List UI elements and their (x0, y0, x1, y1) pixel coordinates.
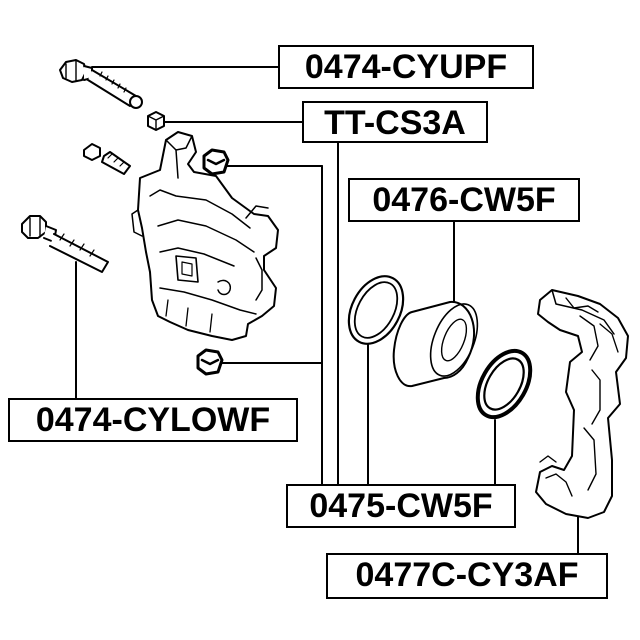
lower-boot-drawing (196, 348, 224, 376)
caliper-bracket-drawing (535, 289, 629, 519)
bolt-cover-drawing (147, 111, 165, 131)
piston-seal-drawing (347, 275, 405, 345)
piston-drawing (392, 300, 479, 388)
bleeder-screw-drawing (83, 143, 131, 175)
label-caliper-bracket[interactable]: 0477C-CY3AF (326, 553, 608, 599)
leader-lines (75, 66, 579, 554)
label-piston[interactable]: 0476-CW5F (348, 178, 580, 222)
lower-guide-bolt-drawing (21, 215, 109, 273)
label-seal-kit[interactable]: 0475-CW5F (286, 484, 516, 528)
caliper-body-drawing (131, 131, 279, 341)
label-upper-bolt[interactable]: 0474-CYUPF (278, 45, 534, 89)
dust-boot-drawing (475, 348, 533, 420)
upper-guide-bolt-drawing (59, 59, 143, 109)
label-lower-bolt[interactable]: 0474-CYLOWF (8, 398, 298, 442)
label-bolt-cover[interactable]: TT-CS3A (302, 101, 488, 143)
upper-boot-drawing (202, 148, 230, 176)
